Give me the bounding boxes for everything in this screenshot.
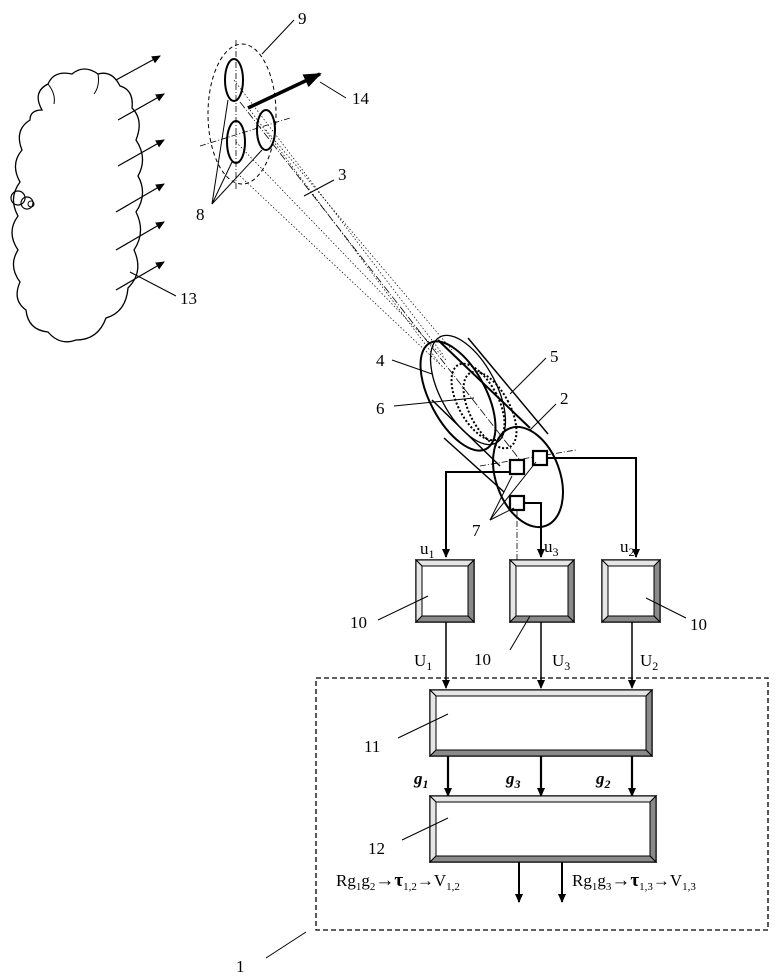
signal-U3: U3 bbox=[552, 651, 570, 673]
detector-3 bbox=[510, 496, 524, 510]
cloud-object bbox=[11, 69, 143, 342]
label-10-middle: 10 bbox=[474, 650, 491, 669]
label-3: 3 bbox=[338, 165, 347, 184]
velocity-computer-block bbox=[430, 796, 656, 862]
signal-u1: u1 bbox=[420, 539, 435, 561]
label-9: 9 bbox=[298, 9, 307, 28]
label-10-left: 10 bbox=[350, 613, 367, 632]
signal-U2: U2 bbox=[640, 651, 658, 673]
detector-wires bbox=[446, 458, 636, 557]
label-10-right: 10 bbox=[690, 615, 707, 634]
label-6: 6 bbox=[376, 399, 385, 418]
label-13: 13 bbox=[180, 289, 197, 308]
signal-u2: u2 bbox=[620, 537, 635, 559]
amplifier-2 bbox=[602, 560, 660, 622]
label-7: 7 bbox=[472, 521, 481, 540]
label-5: 5 bbox=[550, 347, 559, 366]
detector-1 bbox=[510, 460, 524, 474]
result-outputs bbox=[519, 862, 562, 902]
formula-left: Rg1g2→τ1,2→V1,2 bbox=[336, 870, 460, 893]
signal-U1: U1 bbox=[414, 651, 432, 673]
signal-g3: g3 bbox=[505, 769, 521, 791]
label-2: 2 bbox=[560, 389, 569, 408]
signal-g1: g1 bbox=[413, 769, 429, 791]
label-4: 4 bbox=[376, 351, 385, 370]
velocity-arrow bbox=[248, 74, 320, 108]
detectors bbox=[510, 451, 547, 510]
formula-right: Rg1g3→τ1,3→V1,3 bbox=[572, 870, 696, 893]
label-1: 1 bbox=[236, 957, 245, 976]
label-8: 8 bbox=[196, 205, 205, 224]
aperture-group bbox=[200, 40, 290, 190]
signal-u3: u3 bbox=[544, 537, 559, 559]
label-12: 12 bbox=[368, 839, 385, 858]
label-11: 11 bbox=[364, 737, 380, 756]
amplifier-3 bbox=[510, 560, 574, 622]
label-14: 14 bbox=[352, 89, 370, 108]
amplifier-1 bbox=[416, 560, 474, 622]
signal-g2: g2 bbox=[595, 769, 611, 791]
correlator-block bbox=[430, 690, 652, 756]
